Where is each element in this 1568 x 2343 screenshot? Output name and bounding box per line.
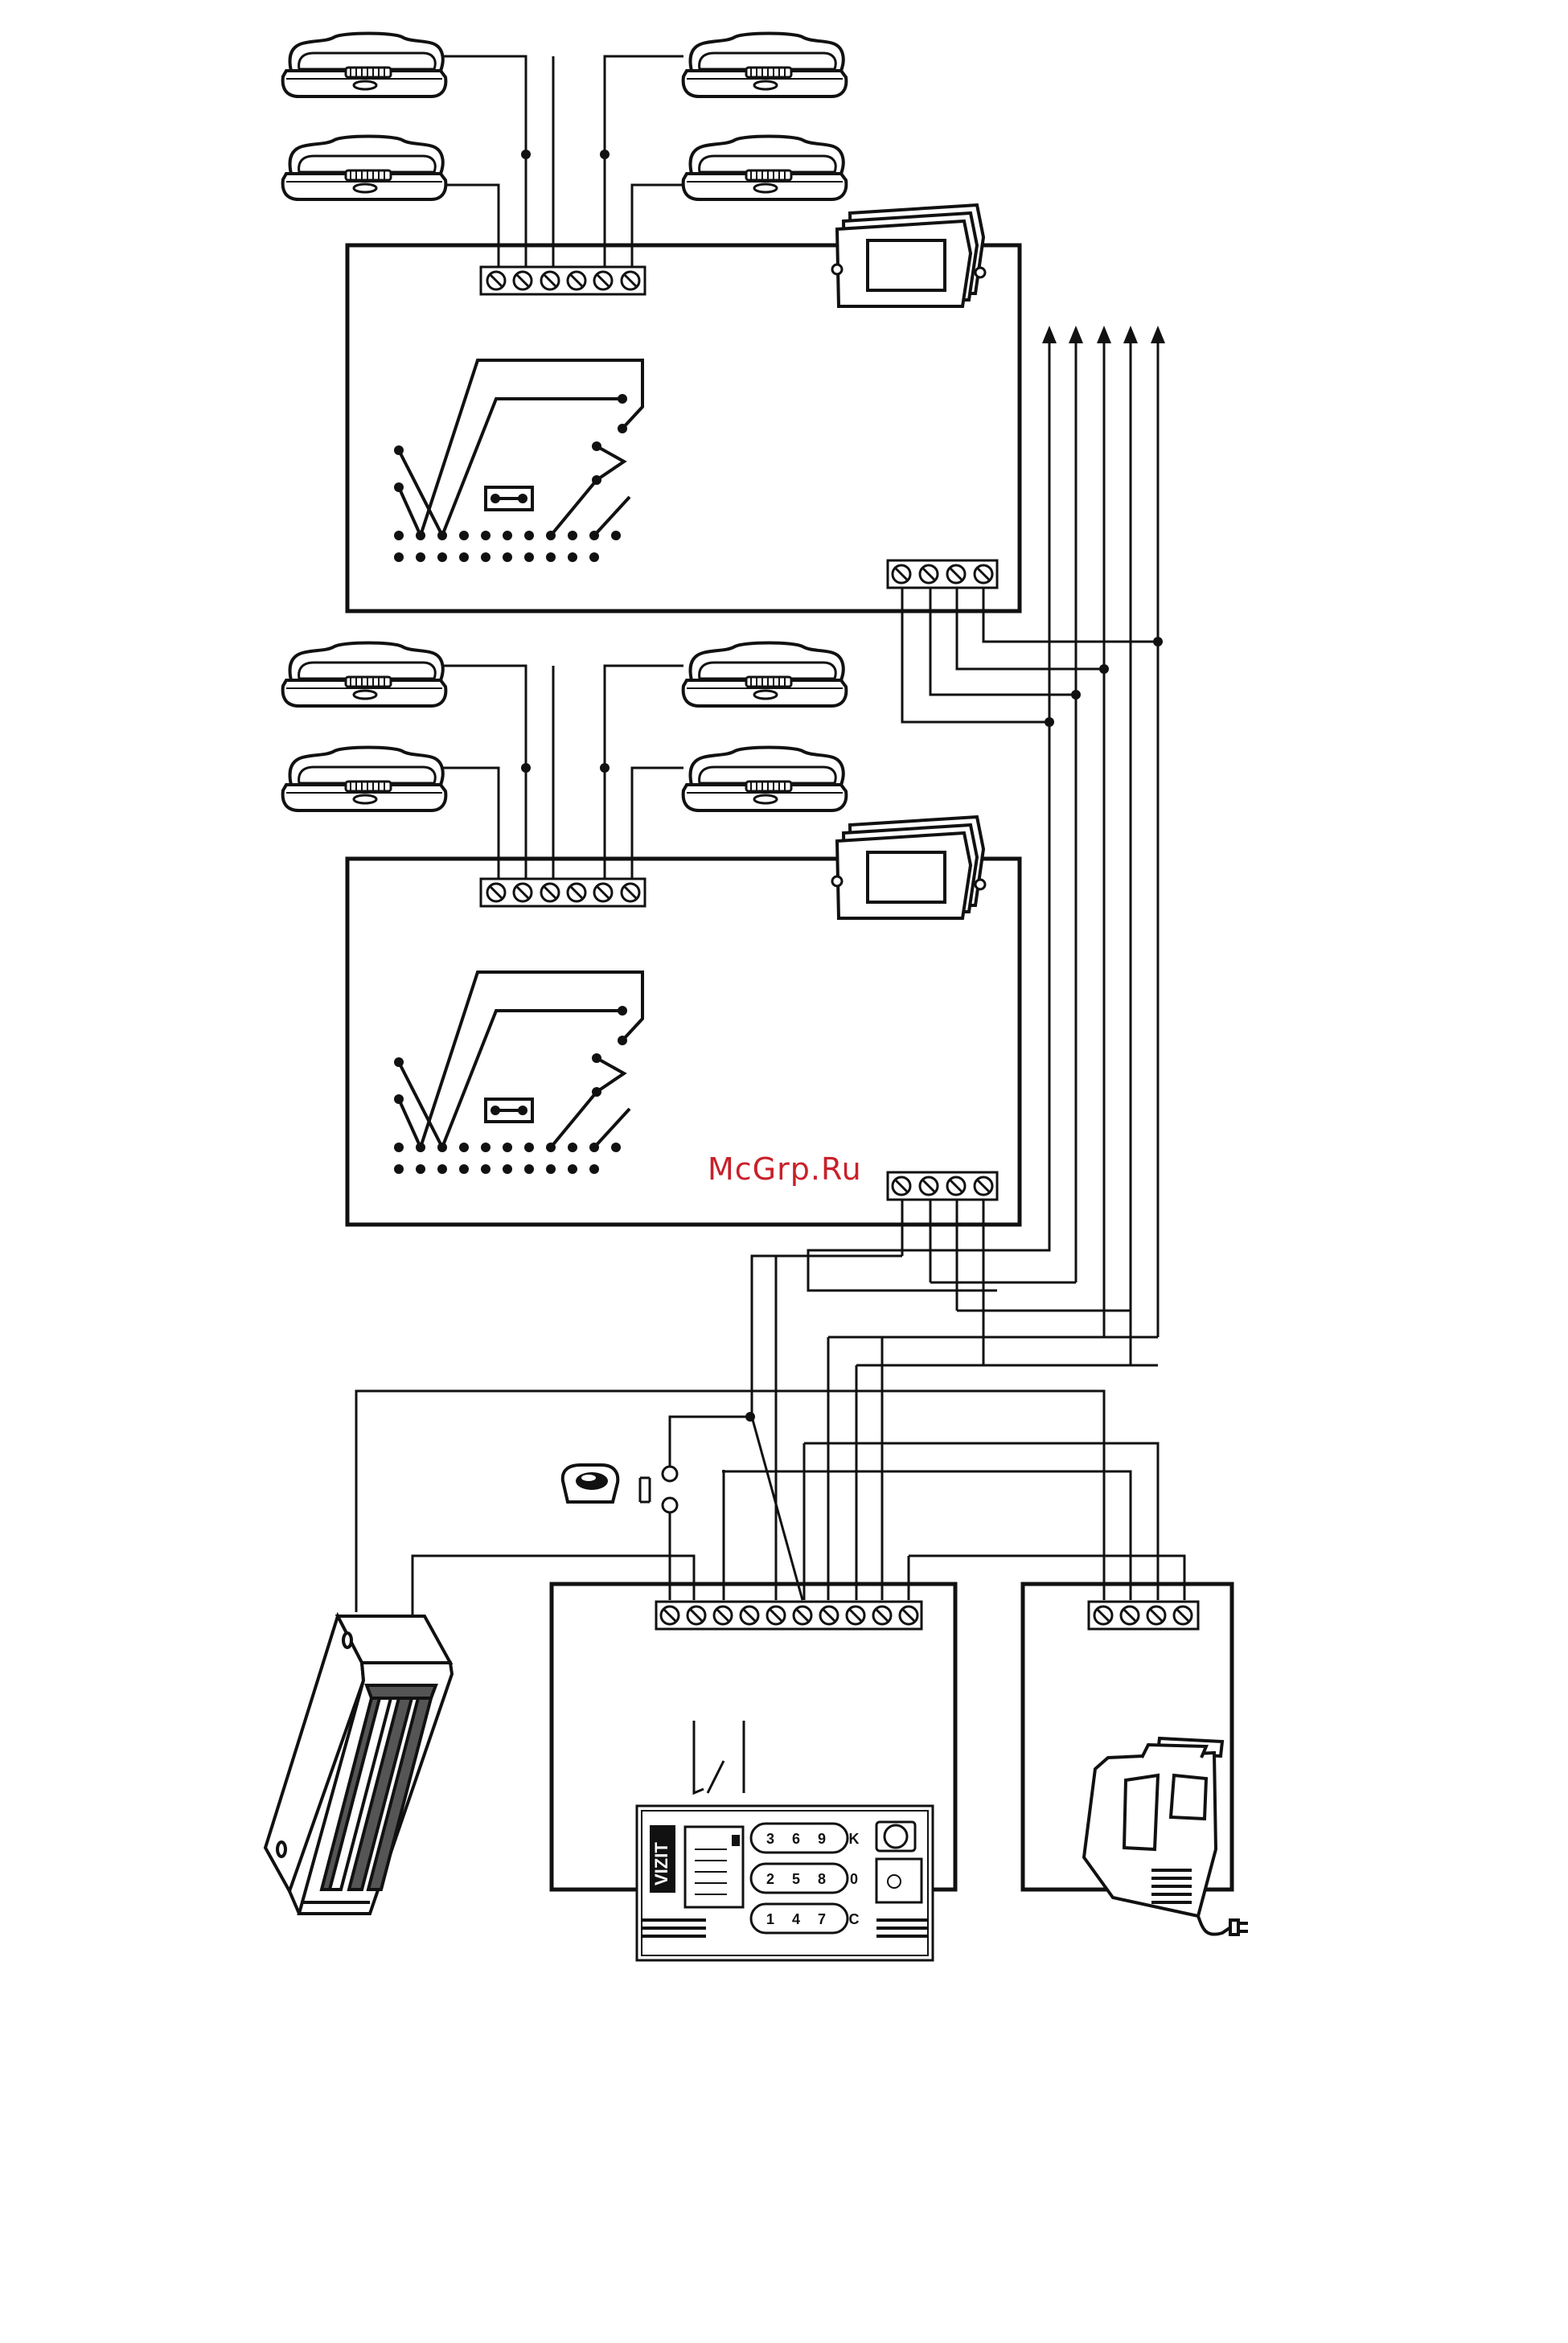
key-9: 9 [818,1831,826,1847]
handset-icon [283,34,847,200]
handset-icon [283,643,847,811]
power-supply-icon [832,817,985,918]
key-1: 1 [766,1911,774,1927]
key-7: 7 [818,1911,826,1927]
key-4: 4 [792,1911,800,1927]
magnetic-lock-icon [265,1616,452,1914]
watermark: McGrp.Ru [708,1151,862,1187]
key-6: 6 [792,1831,800,1847]
key-0: 0 [850,1871,858,1887]
power-supply-icon [1084,1738,1248,1935]
key-8: 8 [818,1871,826,1887]
key-c: C [849,1911,860,1927]
arrow-up-icon [1042,326,1165,343]
exit-button-icon [563,1465,618,1502]
power-supply-icon [832,205,985,306]
key-2: 2 [766,1871,774,1887]
panel-brand: VIZIT [651,1842,671,1885]
key-5: 5 [792,1871,800,1887]
key-k: K [849,1831,860,1847]
key-3: 3 [766,1831,774,1847]
call-panel-icon: VIZIT 3 6 9 K 2 5 8 0 1 4 7 C [637,1806,933,1960]
